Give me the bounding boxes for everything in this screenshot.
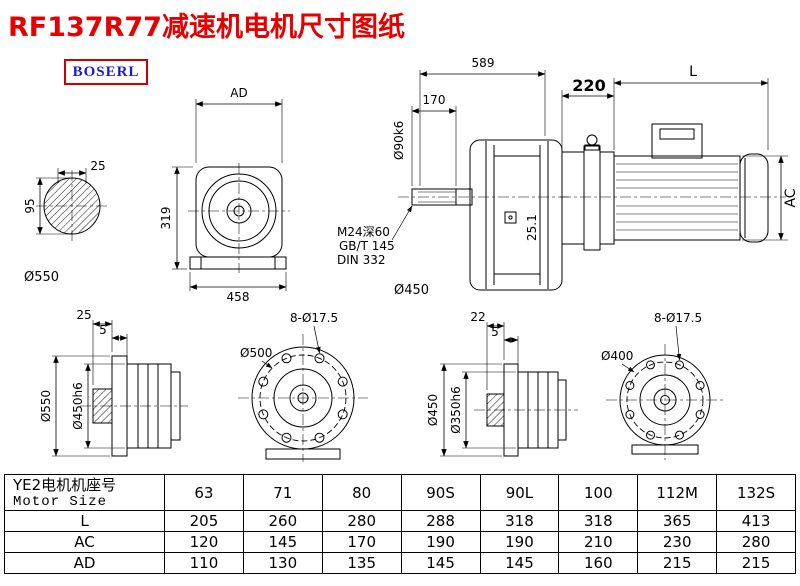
dim-shaft-length: 170 xyxy=(423,93,446,107)
cell-AD-71: 130 xyxy=(242,552,323,574)
label-left-bolt-circle: Ø500 xyxy=(240,346,272,360)
header-frame-80: 80 xyxy=(321,474,402,511)
flange-unit-side-view-left: 25 5 Ø550 Ø450h6 xyxy=(39,308,188,457)
cell-L-63: 205 xyxy=(164,510,244,532)
boserl-logo: BOSERL xyxy=(64,59,148,85)
header-frame-90l: 90L xyxy=(479,474,560,511)
dim-left-outer-dia: Ø550 xyxy=(39,390,53,422)
cell-AD-80: 135 xyxy=(321,552,402,574)
header-frame-112m: 112M xyxy=(637,474,718,511)
header-frame-132s: 132S xyxy=(716,474,796,511)
dim-motor-length-L: L xyxy=(689,64,697,80)
row-label-AC: AC xyxy=(4,531,165,553)
dim-left-gap: 5 xyxy=(99,323,107,337)
dim-left-spigot-dia: Ø450h6 xyxy=(71,382,85,430)
cell-AC-63: 120 xyxy=(164,531,244,553)
cell-AC-90s: 190 xyxy=(400,531,481,553)
dim-key-width: 25 xyxy=(90,159,105,173)
flange-front-view-left: 8-Ø17.5 Ø500 xyxy=(238,311,368,462)
page-title: RF137R77减速机电机尺寸图纸 xyxy=(8,12,405,43)
dim-right-spigot-dia: Ø350h6 xyxy=(449,386,463,434)
table-row-AC: AC 120 145 170 190 190 210 230 280 xyxy=(4,531,796,553)
boserl-logo-text: BOSERL xyxy=(72,63,140,80)
cell-AD-90l: 145 xyxy=(479,552,560,574)
dim-ad: AD xyxy=(230,86,247,100)
shaft-cross-section-view: 25 95 Ø550 xyxy=(23,159,110,285)
dim-right-gap: 5 xyxy=(491,325,499,339)
dim-overall-length: 589 xyxy=(472,56,495,70)
dim-motor-dia-AC: AC xyxy=(783,188,799,207)
header-motor-size-cn: YE2电机机座号 xyxy=(13,475,117,494)
dim-adapter-220: 220 xyxy=(572,76,605,95)
motor-side-view: L 220 AC xyxy=(560,64,799,251)
dim-right-shaft-ext: 22 xyxy=(470,310,485,324)
header-motor-size-en: Motor Size xyxy=(13,493,108,510)
cell-L-112m: 365 xyxy=(637,510,718,532)
reducer-side-view: 589 170 Ø90k6 M24深60 GB/T 145 DIN 332 25… xyxy=(337,56,572,298)
flange-front-view-right: 8-Ø17.5 Ø400 xyxy=(601,311,724,460)
table-row-AD: AD 110 130 135 145 145 160 215 215 xyxy=(4,552,796,574)
cell-AC-71: 145 xyxy=(242,531,323,553)
cell-AD-90s: 145 xyxy=(400,552,481,574)
row-label-AD: AD xyxy=(4,552,165,574)
cell-AD-100: 160 xyxy=(558,552,639,574)
gearbox-front-view: AD 319 458 xyxy=(159,86,290,304)
header-frame-63: 63 xyxy=(164,474,244,511)
cell-AC-112m: 230 xyxy=(637,531,718,553)
label-din-332: DIN 332 xyxy=(337,253,385,267)
label-right-bolt-circle: Ø400 xyxy=(601,349,633,363)
cell-L-100: 318 xyxy=(558,510,639,532)
dim-shaft-dia: Ø90k6 xyxy=(392,121,406,160)
cell-AD-63: 110 xyxy=(164,552,244,574)
cell-AD-132s: 215 xyxy=(716,552,796,574)
header-motor-size: YE2电机机座号 Motor Size xyxy=(4,474,165,511)
flange-unit-side-view-right: 22 5 Ø450 Ø350h6 xyxy=(426,310,578,457)
cell-AC-132s: 280 xyxy=(716,531,796,553)
motor-dimension-table: YE2电机机座号 Motor Size 63 71 80 90S 90L 100… xyxy=(4,474,796,574)
technical-drawing: 25 95 Ø550 AD 319 458 xyxy=(23,56,799,462)
cell-L-90l: 318 xyxy=(479,510,560,532)
cell-AC-90l: 190 xyxy=(479,531,560,553)
cell-L-90s: 288 xyxy=(400,510,481,532)
label-tapped-hole: M24深60 xyxy=(337,225,390,239)
dim-shaft-flange-dia: Ø550 xyxy=(24,270,59,285)
label-right-bolt-holes: 8-Ø17.5 xyxy=(654,311,702,325)
cell-L-80: 280 xyxy=(321,510,402,532)
cell-L-71: 260 xyxy=(242,510,323,532)
label-gbt-145: GB/T 145 xyxy=(339,239,395,253)
header-frame-90s: 90S xyxy=(400,474,481,511)
header-frame-100: 100 xyxy=(558,474,639,511)
dim-458: 458 xyxy=(227,290,250,304)
header-frame-71: 71 xyxy=(242,474,323,511)
dim-319: 319 xyxy=(159,207,173,230)
table-row-L: L 205 260 280 288 318 318 365 413 xyxy=(4,510,796,532)
cell-AD-112m: 215 xyxy=(637,552,718,574)
dim-shaft-height: 95 xyxy=(23,198,37,213)
table-header-row: YE2电机机座号 Motor Size 63 71 80 90S 90L 100… xyxy=(4,474,796,511)
cell-AC-100: 210 xyxy=(558,531,639,553)
label-left-bolt-holes: 8-Ø17.5 xyxy=(290,311,338,325)
dim-right-outer-dia: Ø450 xyxy=(426,394,440,426)
row-label-L: L xyxy=(4,510,165,532)
cell-AC-80: 170 xyxy=(321,531,402,553)
dim-key-height: 25.1 xyxy=(525,214,539,241)
dim-left-shaft-ext: 25 xyxy=(76,308,91,322)
dim-reducer-flange-dia: Ø450 xyxy=(394,283,429,298)
cell-L-132s: 413 xyxy=(716,510,796,532)
